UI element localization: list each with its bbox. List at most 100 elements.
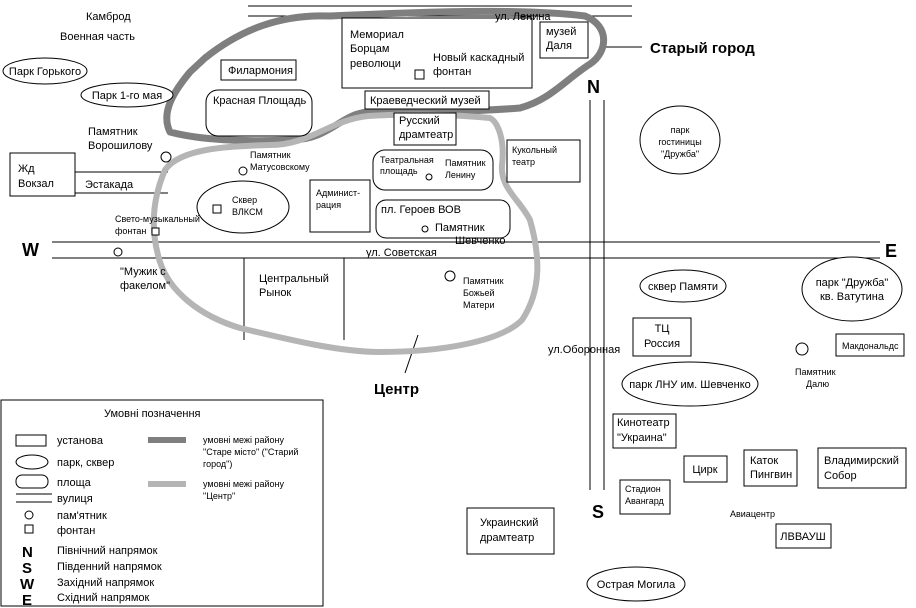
- theater-square-shape: [372, 149, 494, 191]
- mother-of-god-line-1: Памятник: [463, 276, 504, 286]
- memory-square-label: сквер Памяти: [648, 281, 718, 293]
- legend-fountain-icon: [24, 524, 34, 534]
- legend-box: [0, 399, 324, 607]
- light-music-fountain-line-2: фонтан: [115, 226, 146, 236]
- matusovsky-monument-line-2: Матусовскому: [250, 162, 310, 172]
- theater-square-line-1: Театральная: [380, 155, 434, 165]
- mother-of-god-line-2: Божьей: [463, 288, 495, 298]
- administration-line-1: Админист-: [316, 188, 360, 198]
- red-square-shape: [205, 89, 313, 137]
- legend-title: Умовні позначення: [104, 408, 201, 420]
- oboronnaya-street-label: ул.Оборонная: [548, 344, 620, 356]
- south-marker: S: [592, 502, 604, 522]
- vlksm-square-shape: [196, 180, 290, 234]
- legend-west-label: Західний напрямок: [57, 577, 154, 589]
- local-history-museum-label: Краеведческий музей: [370, 95, 481, 107]
- druzhba-park-shape: [801, 256, 903, 322]
- central-market-line-2: Рынок: [259, 287, 291, 299]
- lnu-park-shape: [621, 361, 759, 407]
- puppet-theater-line-2: театр: [512, 157, 535, 167]
- legend-center-line-2: "Центр": [203, 491, 235, 501]
- dal-monument-line-1: Памятник: [795, 367, 836, 377]
- lenina-street-label: ул. Ленина: [495, 11, 551, 23]
- ostraya-mogila-label: Острая Могила: [597, 579, 676, 591]
- puppet-theater-line-1: Кукольный: [512, 145, 557, 155]
- legend-square-icon: [15, 474, 49, 489]
- kambrod-label: Камброд: [86, 11, 131, 23]
- shevchenko-monument-line-2: Шевченко: [455, 235, 506, 247]
- new-fountain-line-1: Новый каскадный: [433, 52, 524, 64]
- penguin-rink-box: [743, 449, 798, 487]
- russian-theater-line-1: Русский: [399, 115, 440, 127]
- legend-institution-icon: [15, 434, 47, 447]
- filarmoniya-label: Филармония: [228, 65, 293, 77]
- avangard-stadium-line-1: Стадион: [625, 484, 661, 494]
- penguin-rink-line-2: Пингвин: [750, 469, 792, 481]
- legend-square-label: площа: [57, 477, 92, 489]
- legend-old-town-line-2: "Старе місто" ("Старий: [203, 447, 298, 457]
- memorial-box: [341, 17, 533, 89]
- legend: Умовні позначення установа парк, сквер п…: [0, 399, 324, 608]
- ukrainian-theater-box: [466, 507, 555, 555]
- lenin-monument-line-1: Памятник: [445, 158, 486, 168]
- puppet-theater-box: [506, 139, 581, 183]
- filarmoniya-box: [220, 59, 297, 81]
- legend-east-label: Східний напрямок: [57, 592, 150, 604]
- lnu-park-label: парк ЛНУ им. Шевченко: [629, 379, 751, 391]
- vladimir-cathedral-line-1: Владимирский: [824, 455, 899, 467]
- mcdonalds-box: [835, 333, 905, 357]
- sovetskaya-street-label: ул. Советская: [366, 247, 437, 259]
- cinema-ukraine-line-1: Кинотеатр: [617, 417, 670, 429]
- vlksm-square-line-2: ВЛКСМ: [232, 207, 263, 217]
- center-border: [150, 111, 541, 355]
- matusovsky-monument-icon: [238, 166, 248, 176]
- legend-old-town-line-3: город"): [203, 459, 232, 469]
- legend-fountain-label: фонтан: [57, 525, 95, 537]
- administration-box: [309, 179, 371, 233]
- matusovsky-monument-line-1: Памятник: [250, 150, 291, 160]
- voroshilov-monument-icon: [160, 151, 172, 163]
- vladimir-cathedral-box: [817, 447, 907, 489]
- railway-station-line-2: Вокзал: [18, 178, 54, 190]
- legend-old-town-line-1: умовні межі району: [203, 435, 284, 445]
- ostraya-mogila-shape: [586, 566, 686, 602]
- legend-north-label: Північний напрямок: [57, 545, 158, 557]
- legend-center-line-1: умовні межі району: [203, 479, 284, 489]
- dal-monument-icon: [795, 342, 809, 356]
- tc-russia-box: [632, 317, 692, 357]
- west-marker: W: [22, 240, 39, 260]
- dal-museum-line-1: музей: [546, 26, 576, 38]
- local-history-museum-box: [364, 90, 490, 110]
- tc-russia-line-2: Россия: [644, 338, 680, 350]
- dal-monument-line-2: Далю: [806, 379, 829, 389]
- light-music-fountain-line-1: Свето-музыкальный: [115, 214, 200, 224]
- heroes-square-shape: [375, 199, 511, 239]
- hotel-park-line-1: парк: [671, 125, 690, 135]
- railway-station-box: [9, 152, 76, 197]
- vladimir-cathedral-line-2: Собор: [824, 470, 857, 482]
- legend-street-label: вулиця: [57, 493, 93, 505]
- legend-east-letter: E: [22, 592, 32, 608]
- circus-box: [683, 455, 728, 483]
- legend-north-letter: N: [22, 544, 33, 561]
- central-market-line-1: Центральный: [259, 273, 329, 285]
- hotel-park-line-2: гостиницы: [658, 137, 701, 147]
- legend-west-letter: W: [20, 576, 35, 593]
- shevchenko-monument-icon: [421, 225, 429, 233]
- mother-of-god-monument-icon: [444, 270, 456, 282]
- estakada-label: Эстакада: [85, 179, 134, 191]
- avangard-stadium-box: [619, 479, 671, 515]
- vlksm-fountain-icon: [212, 204, 222, 214]
- ukrainian-theater-line-2: драмтеатр: [480, 532, 534, 544]
- voroshilov-monument-line-2: Ворошилову: [88, 140, 153, 152]
- red-square-label: Красная Площадь: [213, 95, 307, 107]
- new-fountain-line-2: фонтан: [433, 66, 471, 78]
- dal-museum-line-2: Даля: [546, 40, 572, 52]
- lenin-monument-line-2: Ленину: [445, 170, 476, 180]
- administration-line-2: рация: [316, 200, 341, 210]
- russian-theater-line-2: драмтеатр: [399, 129, 453, 141]
- military-unit-label: Военная часть: [60, 31, 135, 43]
- penguin-rink-line-1: Каток: [750, 455, 778, 467]
- dal-museum-box: [539, 21, 589, 59]
